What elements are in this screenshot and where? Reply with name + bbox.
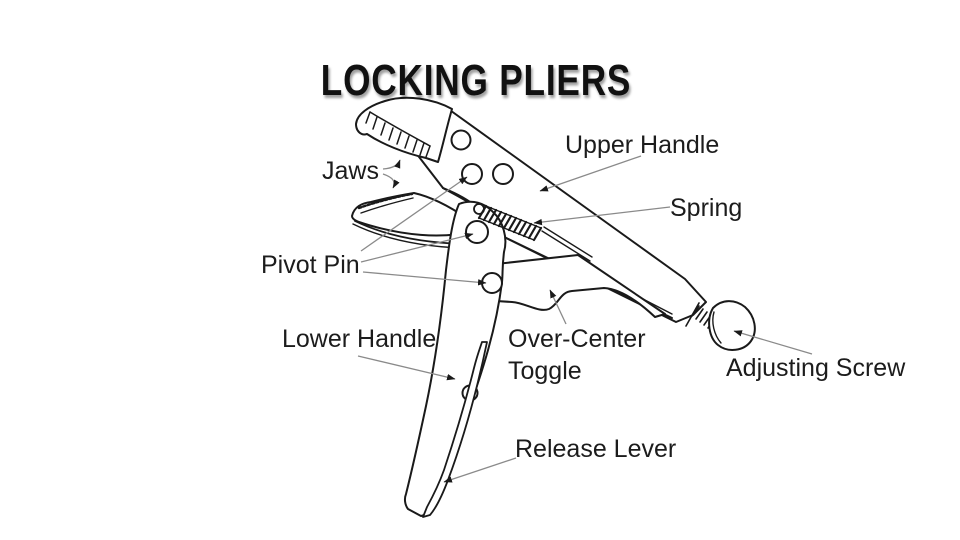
label-release-lever: Release Lever [515,435,677,463]
leader-over-center-toggle [549,289,567,325]
leader-lines [357,155,813,483]
label-jaws: Jaws [322,157,379,185]
adjusting-screw-shape [685,300,756,351]
upper-jaw [355,96,453,163]
over-center-toggle-shape [495,254,666,318]
label-lower-handle: Lower Handle [282,325,437,353]
label-over-center-line2: Toggle [508,357,582,385]
leader-lower-handle [357,355,456,381]
label-adjusting-screw: Adjusting Screw [726,354,906,382]
label-pivot-pin: Pivot Pin [261,251,360,279]
spring-shape [473,203,593,262]
leader-jaws-upper [382,159,401,170]
leader-jaws-lower [382,173,400,189]
upper-jaw-teeth [365,111,431,158]
lower-jaw-teeth [357,192,414,210]
leader-spring [533,206,671,226]
lower-handle-shape [403,200,507,517]
label-over-center-toggle: Over-Center Toggle [508,323,646,387]
leader-pivot-pin-1 [360,176,468,252]
leader-release-lever [443,457,517,483]
spring-coil [477,204,543,242]
release-lever-shape [422,341,488,518]
screw-cap [708,300,756,351]
leader-adjusting-screw [733,330,813,355]
leader-upper-handle [539,155,642,192]
handle-holes [450,129,514,185]
label-over-center-line1: Over-Center [508,325,646,353]
diagram-title: LOCKING PLIERS [320,56,632,105]
leader-pivot-pin-2 [360,232,474,263]
leader-pivot-pin-3 [362,271,487,286]
label-upper-handle: Upper Handle [565,131,720,159]
label-spring: Spring [670,194,743,222]
